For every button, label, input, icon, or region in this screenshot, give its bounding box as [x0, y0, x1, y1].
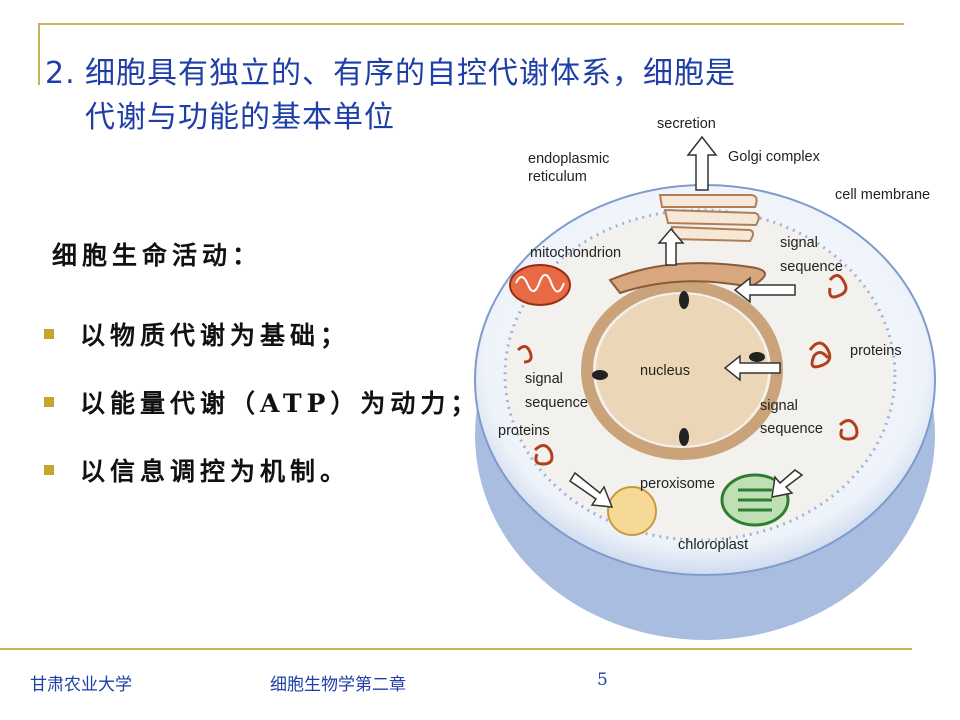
label-secretion: secretion [657, 116, 716, 132]
top-rule [38, 23, 904, 25]
protein-coil-icon [516, 274, 859, 466]
label-endoplasmic: endoplasmic [528, 151, 609, 167]
signal-arrow-icon [723, 354, 781, 382]
label-sequence-left: sequence [525, 395, 588, 411]
bullet-item: 以能量代谢（ATP）为动力； [44, 368, 480, 436]
title-line-2: 代谢与功能的基本单位 [85, 100, 395, 135]
nuclear-pore-icon [679, 428, 689, 446]
title-line-1: 细胞具有独立的、有序的自控代谢体系，细胞是 [85, 56, 736, 91]
signal-arrow-icon [771, 469, 804, 498]
label-cell-membrane: cell membrane [835, 187, 930, 203]
golgi-shape [658, 194, 760, 243]
bullet-item: 以物质代谢为基础； [44, 300, 480, 368]
mitochondrion-shape [509, 264, 571, 306]
label-signal-2: signal [760, 398, 798, 414]
bullet-text: 以物质代谢为基础； [80, 321, 351, 350]
label-mitochondrion: mitochondrion [530, 245, 621, 261]
bullet-text: 以信息调控为机制。 [80, 457, 351, 486]
bullet-marker-icon [44, 465, 54, 475]
bullet-item: 以信息调控为机制。 [44, 436, 480, 504]
label-signal-left: signal [525, 371, 563, 387]
er-to-golgi-arrow-icon [657, 227, 685, 266]
label-sequence-2: sequence [760, 421, 823, 437]
label-proteins-right: proteins [850, 343, 902, 359]
bullet-list: 以物质代谢为基础； 以能量代谢（ATP）为动力； 以信息调控为机制。 [44, 300, 480, 504]
label-signal-1: signal [780, 235, 818, 251]
cell-diagram: secretion endoplasmic reticulum Golgi co… [450, 95, 960, 645]
label-nucleus: nucleus [640, 363, 690, 379]
nuclear-pore-icon [679, 291, 689, 309]
nuclear-pore-icon [592, 370, 608, 380]
nuclear-pore-icon [749, 352, 765, 362]
secretion-arrow-icon [686, 135, 718, 191]
left-rule [38, 23, 40, 85]
label-chloroplast: chloroplast [678, 537, 748, 553]
label-golgi: Golgi complex [728, 149, 821, 165]
label-sequence-1: sequence [780, 259, 843, 275]
bottom-rule [0, 648, 912, 650]
label-proteins-left: proteins [498, 423, 550, 439]
footer-page-number: 5 [597, 670, 608, 690]
bullet-marker-icon [44, 329, 54, 339]
subheading: 细胞生命活动： [52, 241, 263, 270]
footer-course: 细胞生物学第二章 [270, 675, 406, 695]
label-peroxisome: peroxisome [640, 476, 715, 492]
slide-title: 2. 细胞具有独立的、有序的自控代谢体系，细胞是 代谢与功能的基本单位 [45, 52, 925, 140]
nucleus [596, 294, 768, 446]
bullet-text: 以能量代谢（ATP）为动力； [80, 389, 481, 418]
title-number: 2. [45, 56, 76, 91]
signal-arrow-icon [568, 471, 614, 508]
signal-arrow-icon [733, 276, 796, 304]
label-reticulum: reticulum [528, 169, 587, 185]
footer-university: 甘肃农业大学 [30, 675, 132, 695]
peroxisome-shape [607, 486, 657, 536]
bullet-marker-icon [44, 397, 54, 407]
